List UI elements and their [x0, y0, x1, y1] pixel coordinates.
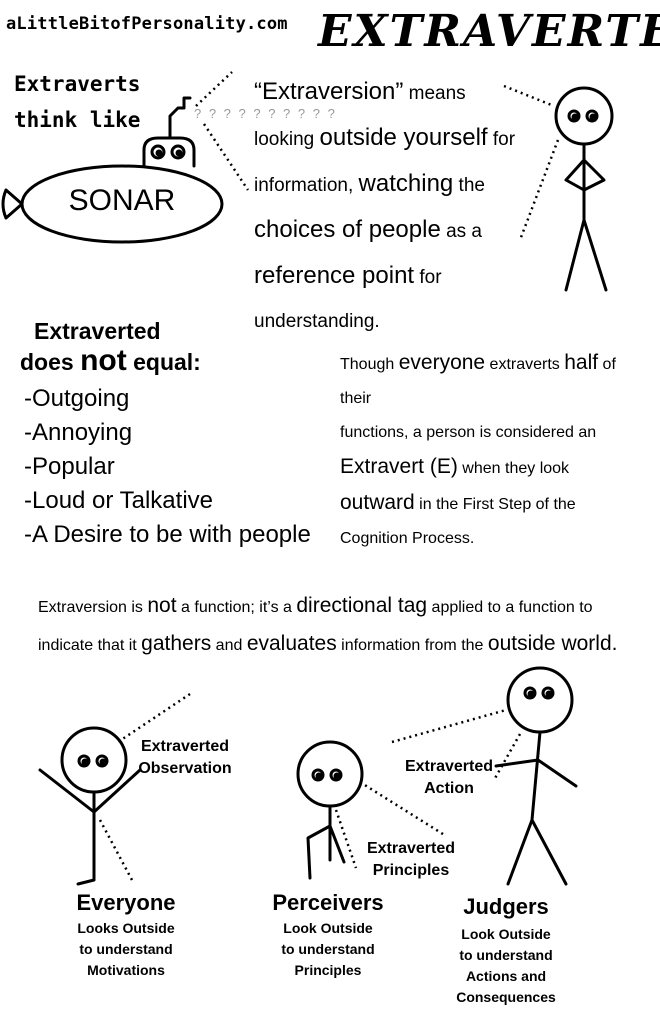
tho-f: functions, a person is considered an [340, 424, 597, 441]
not-equal-line1: Extraverted [34, 318, 161, 344]
periscope [168, 96, 192, 140]
though-paragraph: Though everyone extraverts half of their… [340, 346, 650, 556]
def-means: means [403, 83, 466, 104]
judgers-desc: Look Outside to understand Actions and C… [436, 924, 576, 1008]
figure-everyone-head [60, 726, 128, 794]
sonar-label: SONAR [68, 184, 176, 217]
tho-j: in the First Step of the [414, 496, 576, 513]
judgers-desc-line2: to understand [459, 947, 553, 963]
tho-c: extraverts [485, 356, 565, 373]
not-equal-equal: equal: [126, 349, 201, 375]
def-the: the [453, 175, 485, 196]
judgers-name: Judgers [463, 894, 549, 919]
def-outside-yourself: outside yourself [319, 124, 488, 151]
judgers-desc-line4: Consequences [456, 989, 556, 1005]
everyone-label-line2: Observation [138, 760, 232, 777]
def-extraversion: “Extraversion” [254, 78, 404, 105]
perceivers-desc-line2: to understand [281, 941, 375, 957]
page-title: EXTRAVERTED [318, 6, 660, 57]
fn-h: and [211, 637, 247, 654]
tho-k: Cognition Process. [340, 530, 475, 547]
fn-e: applied to a function to [427, 599, 593, 616]
judgers-label-line1: Extraverted [404, 758, 494, 775]
figure-top-head [554, 86, 614, 146]
tho-e: of their [340, 356, 616, 407]
fn-evaluates: evaluates [246, 632, 337, 655]
everyone-label-line1: Extraverted [140, 738, 230, 755]
perceivers-label-line1: Extraverted [366, 840, 456, 857]
everyone-name: Everyone [76, 890, 176, 915]
figure-judgers-head [506, 666, 574, 734]
tho-half: half [564, 351, 599, 374]
fn-not: not [147, 594, 177, 617]
def-information: information, [254, 175, 359, 196]
perceivers-desc: Look Outside to understand Principles [258, 918, 398, 981]
tho-extravert-e: Extravert (E) [340, 455, 458, 478]
judgers-label: Extraverted Action [394, 756, 504, 800]
perceivers-desc-line1: Look Outside [283, 920, 373, 936]
tho-everyone: everyone [398, 351, 486, 374]
perceivers-label-line2: Principles [372, 862, 450, 879]
fn-gathers: gathers [141, 632, 212, 655]
fn-directional-tag: directional tag [296, 594, 428, 617]
not-equal-heading: Extraverted does not equal: [20, 316, 201, 377]
everyone-label: Extraverted Observation [130, 736, 240, 780]
sonar-lead-line1: Extraverts [14, 72, 141, 96]
tho-a: Though [340, 356, 399, 373]
perceivers-label: Extraverted Principles [356, 838, 466, 882]
list-item: -Popular [24, 453, 115, 480]
figure-top-arms [564, 158, 606, 192]
fn-f: indicate that it [38, 637, 142, 654]
def-looking: looking [254, 129, 320, 150]
fn-outside-world: outside world. [487, 632, 618, 655]
fn-c: a function; it’s a [176, 599, 297, 616]
fn-j: information from the [336, 637, 488, 654]
everyone-desc-line2: to understand [79, 941, 173, 957]
not-equal-not: not [80, 344, 127, 377]
def-for: for [487, 129, 516, 150]
def-reference-point: reference point [254, 262, 415, 289]
tho-outward: outward [340, 491, 415, 514]
question-marks: ? ? ? ? ? ? ? ? ? ? [194, 106, 337, 121]
judgers-desc-line3: Actions and [465, 968, 547, 984]
def-for2: for [414, 267, 442, 288]
def-as-a: as a [440, 221, 482, 242]
function-note: Extraversion is not a function; it’s a d… [38, 588, 638, 664]
list-item: -Outgoing [24, 385, 130, 412]
definition-text: “Extraversion” means looking outside you… [254, 70, 534, 344]
judgers-label-line2: Action [424, 780, 474, 797]
sub-eye-left [150, 144, 166, 160]
everyone-desc-line1: Looks Outside [77, 920, 175, 936]
def-watching: watching [358, 170, 454, 197]
figure-top-body [564, 142, 608, 292]
perceivers-name: Perceivers [272, 890, 384, 915]
tho-h: when they look [457, 460, 570, 477]
not-equal-does: does [20, 349, 81, 375]
submarine-tail [1, 188, 24, 220]
not-equal-list: -Outgoing -Annoying -Popular -Loud or Ta… [24, 382, 311, 552]
fn-a: Extraversion is [38, 599, 148, 616]
sonar-lead-line2: think like [14, 108, 141, 132]
sonar-lead: Extraverts think like [14, 66, 140, 138]
perceivers-desc-line3: Principles [294, 962, 362, 978]
everyone-desc: Looks Outside to understand Motivations [56, 918, 196, 981]
list-item: -Loud or Talkative [24, 487, 213, 514]
def-understanding: understanding. [254, 311, 380, 332]
list-item: -Annoying [24, 419, 133, 446]
def-choices: choices of people [254, 216, 441, 243]
judgers-desc-line1: Look Outside [461, 926, 551, 942]
site-name: aLittleBitofPersonality.com [6, 14, 288, 34]
everyone-desc-line3: Motivations [87, 962, 165, 978]
list-item: -A Desire to be with people [24, 521, 311, 548]
sub-eye-right [170, 144, 186, 160]
